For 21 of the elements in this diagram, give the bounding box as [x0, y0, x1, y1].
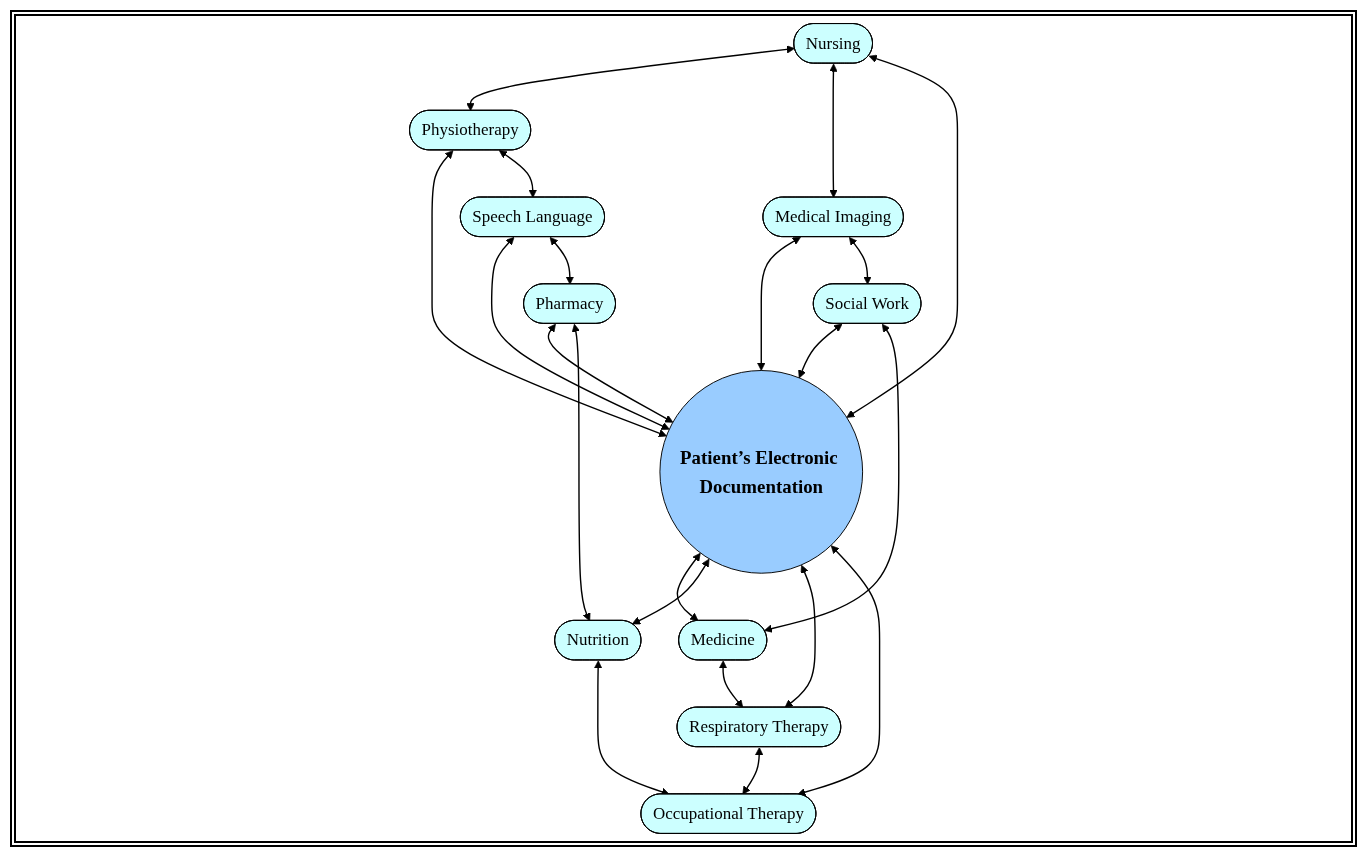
- arrow: [571, 323, 591, 622]
- arrow: [431, 150, 667, 438]
- node-circle: [659, 370, 864, 574]
- arrow: [490, 237, 670, 430]
- arrow: [797, 545, 881, 797]
- arrow: [849, 237, 872, 285]
- arrow: [798, 323, 843, 379]
- arrow: [676, 552, 701, 622]
- arrow: [631, 558, 710, 625]
- arrow: [757, 236, 801, 371]
- arrow: [498, 150, 537, 198]
- arrow: [829, 63, 838, 198]
- arrow: [764, 323, 900, 633]
- arrow: [466, 45, 795, 112]
- arrow: [742, 747, 764, 795]
- arrow: [846, 54, 959, 418]
- arrow: [547, 323, 674, 423]
- arrow: [549, 237, 574, 285]
- arrow: [784, 564, 816, 708]
- diagram-frame: Nursing Physiotherapy Speech Language Medical Imaging Pharmacy Social Work Patient’s Electronic Documentation Nutrition Medicine Respiratory Therapy Occupational Therapy: [10, 10, 1357, 847]
- arrow: [718, 660, 744, 708]
